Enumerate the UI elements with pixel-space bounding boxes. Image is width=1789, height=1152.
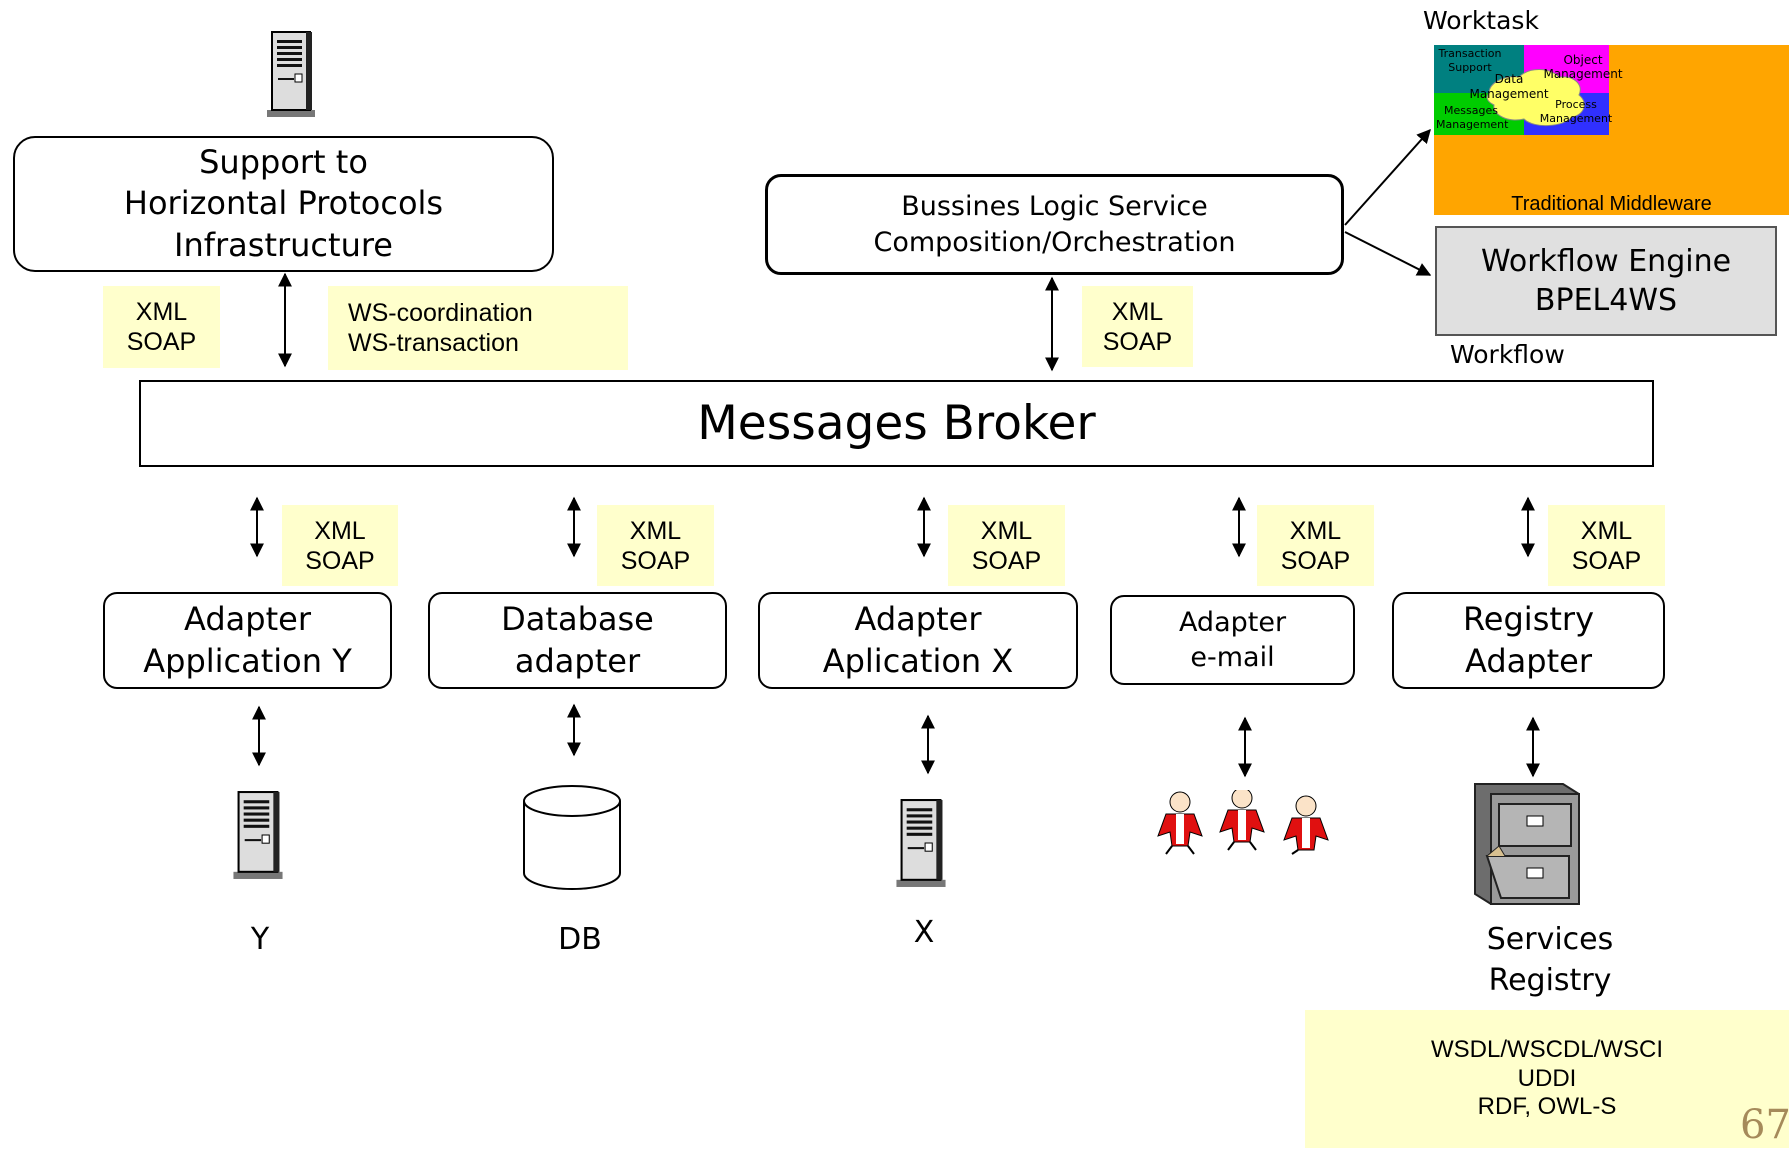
registry-adapter-box: Registry Adapter xyxy=(1392,592,1665,689)
xml-soap-note-database-adapter: XML SOAP xyxy=(597,505,714,586)
messages-broker-box: Messages Broker xyxy=(139,380,1654,467)
arrow-business-worktask xyxy=(1344,128,1431,226)
transaction-support-label: Transaction Support xyxy=(1438,47,1502,74)
workflow-label: Workflow xyxy=(1450,340,1565,369)
adapter-application-x-box: Adapter Aplication X xyxy=(758,592,1078,689)
database-adapter-label: Database adapter xyxy=(501,599,654,680)
horizontal-protocols-label: Support to Horizontal Protocols Infrastr… xyxy=(123,142,444,264)
resource-y-label: Y xyxy=(250,922,270,957)
xml-soap-note-protocols: XML SOAP xyxy=(103,286,220,368)
database-icon xyxy=(523,785,621,890)
workflow-engine-box: Workflow Engine BPEL4WS xyxy=(1435,226,1777,336)
adapter-application-y-box: Adapter Application Y xyxy=(103,592,392,689)
ws-protocols-note: WS-coordination WS-transaction xyxy=(328,286,628,370)
process-management-label: Process Management xyxy=(1539,98,1613,126)
email-adapter-box: Adapter e-mail xyxy=(1110,595,1355,685)
xml-soap-note-adapter-y: XML SOAP xyxy=(282,505,398,586)
traditional-middleware-label: Traditional Middleware xyxy=(1511,193,1712,215)
arrow-business-workflow xyxy=(1344,231,1432,276)
services-registry-label: Services Registry xyxy=(1486,922,1614,998)
xml-soap-note-business: XML SOAP xyxy=(1082,286,1193,367)
workflow-engine-label: Workflow Engine BPEL4WS xyxy=(1480,244,1732,318)
registry-adapter-label: Registry Adapter xyxy=(1463,599,1594,680)
registry-standards-note: WSDL/WSCDL/WSCI UDDI RDF, OWL-S xyxy=(1305,1010,1789,1148)
server-icon xyxy=(267,31,315,117)
resource-x-label: X xyxy=(913,915,935,950)
business-logic-label: Bussines Logic Service Composition/Orche… xyxy=(873,191,1236,258)
object-management-label: Object Management xyxy=(1543,53,1623,82)
xml-soap-note-adapter-x: XML SOAP xyxy=(948,505,1065,586)
horizontal-protocols-box: Support to Horizontal Protocols Infrastr… xyxy=(13,136,554,272)
xml-soap-note-registry-adapter: XML SOAP xyxy=(1548,505,1665,586)
messages-management-label: Messages Management xyxy=(1436,104,1509,132)
business-logic-box: Bussines Logic Service Composition/Orche… xyxy=(765,174,1344,275)
resource-db-label: DB xyxy=(558,922,602,957)
adapter-application-x-label: Adapter Aplication X xyxy=(822,599,1014,680)
worktask-diagram xyxy=(1434,45,1789,215)
database-adapter-box: Database adapter xyxy=(428,592,727,689)
page-number: 67 xyxy=(1740,1102,1789,1148)
people-icon xyxy=(1157,790,1329,855)
messages-broker-label: Messages Broker xyxy=(697,395,1096,451)
email-adapter-label: Adapter e-mail xyxy=(1178,606,1287,673)
adapter-application-y-label: Adapter Application Y xyxy=(143,599,352,680)
worktask-label: Worktask xyxy=(1423,6,1539,35)
server-y-icon xyxy=(233,791,283,879)
server-x-icon xyxy=(896,799,946,887)
xml-soap-note-email-adapter: XML SOAP xyxy=(1257,505,1374,586)
data-management-label: Data Management xyxy=(1469,72,1549,101)
filing-cabinet-icon xyxy=(1474,783,1580,905)
